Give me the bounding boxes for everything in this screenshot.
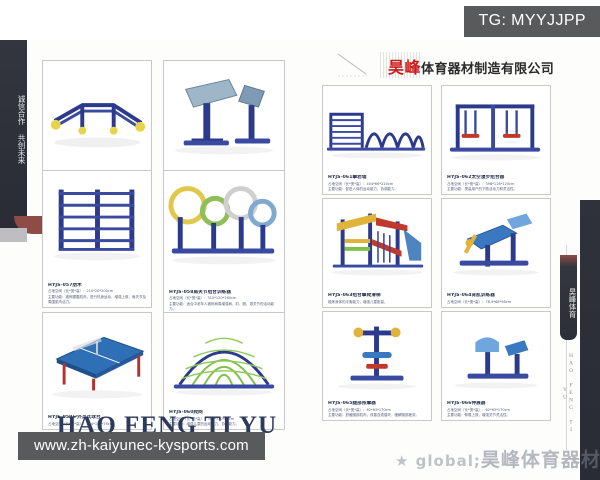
product-desc: 主要功能：伸展上肢，增强关节灵活性。	[447, 412, 510, 417]
product-caption: HYJS-065腿部按摩器 占地空间（长*宽*高）：62*63*170cm 主要…	[323, 399, 431, 420]
product-caption: HYJS-057肋木 占地空间（长*宽*高）：210*20*200cm 主要功能…	[43, 281, 151, 307]
product-card[interactable]: HYJS-061攀岩墙 占地空间（长*宽*高）：404*66*220cm 主要功…	[322, 85, 432, 195]
product-card[interactable]: HYJS-059户外乒乓球台 占地空间（长*宽*高）：274*152*76cm	[42, 312, 152, 430]
product-photo	[164, 313, 284, 401]
table-tennis-illustration	[43, 313, 151, 405]
product-desc: 主要功能：增强儿童的运动能力、协调能力。	[169, 421, 239, 426]
climbing-arch-illustration	[323, 86, 431, 171]
leg-massager-illustration	[323, 312, 431, 398]
telegram-handle-badge: TG: MYYJJPP	[464, 6, 600, 37]
product-code: HYJS-059户外乒乓球台	[48, 415, 101, 421]
product-desc: 主要功能：舒缓腿部肌肉，改善血液循环，缓解腿部疲劳。	[328, 412, 419, 417]
product-photo	[442, 86, 550, 171]
product-caption: HYJS-062太空漫步组合器 占地空间（长*宽*高）：398*116*120c…	[442, 173, 550, 194]
company-name-red: 昊峰	[388, 58, 422, 77]
product-card[interactable]: HYJS-064背肌训练器 占地空间（长*宽*高）：76.9*68*98cm	[441, 198, 551, 308]
watermark-icons: ★ global;	[395, 452, 481, 470]
wall-bars-illustration	[43, 171, 151, 269]
balance-beam-illustration	[43, 61, 151, 165]
product-code: HYJS-062太空漫步组合器	[447, 175, 505, 181]
product-photo	[442, 199, 550, 287]
product-spec: 占地空间（长*宽*高）：210*20*200cm	[48, 289, 114, 294]
product-photo	[442, 312, 550, 398]
product-caption: HYJS-063组合攀爬滑梯 锻炼身体的平衡能力，增强儿童胆量。	[323, 291, 431, 307]
product-card[interactable]: HYJS-066伸展器 占地空间（长*宽*高）：62*63*170cm 主要功能…	[441, 311, 551, 421]
product-spec: 占地空间（长*宽*高）：76.9*68*98cm	[447, 299, 512, 304]
product-code: HYJS-061攀岩墙	[328, 175, 367, 181]
right-accent-bar	[580, 200, 600, 480]
product-code: HYJS-064背肌训练器	[447, 293, 495, 299]
product-code: HYJS-066伸展器	[447, 401, 486, 407]
company-brand-header: 昊峰体育器材制造有限公司	[336, 48, 576, 82]
product-spec: 占地空间（长*宽*高）：404*66*220cm	[328, 181, 394, 186]
stretcher-illustration	[442, 312, 550, 398]
climbing-slide-illustration	[323, 199, 431, 287]
product-photo	[43, 171, 151, 269]
product-spec: 占地空间（长*宽*高）：62*63*170cm	[328, 407, 391, 412]
brand-diagonal-decoration	[337, 53, 367, 77]
product-photo	[164, 171, 284, 273]
company-name: 昊峰体育器材制造有限公司	[388, 54, 554, 78]
left-accent-bar	[0, 40, 27, 230]
product-desc: 主要功能：提高用户的下肢活动力和灵活性。	[447, 186, 517, 191]
product-desc: 主要功能：锻炼腰腹肌肉，进行热身运动，增强上肢、肩关节及周围肌肉活力。	[48, 294, 146, 304]
catalog-page: 诚信合作 共创未来 昊峰体育 HAO FENG TI YU 昊峰体育器材制造有限…	[0, 40, 600, 480]
product-desc: 锻炼身体的平衡能力，增强儿童胆量。	[328, 299, 388, 304]
product-caption: HYJS-058肩关节组合训练器 占地空间（长*宽*高）：310*120*160…	[164, 288, 284, 314]
product-code: HYJS-063组合攀爬滑梯	[328, 293, 381, 299]
product-spec: 占地空间（长*宽*高）：398*116*120cm	[447, 181, 515, 186]
product-card[interactable]: HYJS-063组合攀爬滑梯 锻炼身体的平衡能力，增强儿童胆量。	[322, 198, 432, 308]
product-spec: 占地空间（长*宽*高）：310*120*160cm	[169, 296, 237, 301]
right-ribbon-pinyin: HAO FENG TI YU	[562, 353, 574, 435]
flexibility-trainer-illustration	[164, 61, 284, 161]
right-ribbon-label: 昊峰体育	[568, 288, 577, 318]
left-bar-grey-block	[0, 228, 27, 242]
right-ribbon	[560, 255, 577, 340]
space-walker-illustration	[442, 86, 550, 171]
product-spec: 占地空间（长*宽*高）：274*152*76cm	[48, 421, 114, 426]
product-photo	[43, 313, 151, 405]
product-desc: 主要功能：促进人体的运动能力、协调能力。	[328, 186, 398, 191]
product-photo	[43, 61, 151, 165]
product-card[interactable]: HYJS-058肩关节组合训练器 占地空间（长*宽*高）：310*120*160…	[163, 170, 285, 315]
back-trainer-illustration	[442, 199, 550, 287]
product-photo	[323, 86, 431, 171]
product-caption: HYJS-059户外乒乓球台 占地空间（长*宽*高）：274*152*76cm	[43, 413, 151, 429]
product-code: HYJS-060爬网	[169, 410, 203, 416]
product-code: HYJS-057肋木	[48, 282, 82, 288]
product-code: HYJS-058肩关节组合训练器	[169, 289, 232, 295]
climbing-net-illustration	[164, 313, 284, 401]
product-caption: HYJS-061攀岩墙 占地空间（长*宽*高）：404*66*220cm 主要功…	[323, 173, 431, 194]
product-card[interactable]: HYJS-062太空漫步组合器 占地空间（长*宽*高）：398*116*120c…	[441, 85, 551, 195]
product-card[interactable]: HYJS-065腿部按摩器 占地空间（长*宽*高）：62*63*170cm 主要…	[322, 311, 432, 421]
product-spec: 占地空间（长*宽*高）：354*310*80cm	[169, 416, 235, 421]
company-name-dark: 体育器材制造有限公司	[421, 62, 555, 77]
right-hairline-divider	[566, 245, 567, 450]
website-url-badge: www.zh-kaiyunec-kysports.com	[18, 432, 265, 460]
product-card[interactable]: HYJS-060爬网 占地空间（长*宽*高）：354*310*80cm 主要功能…	[163, 312, 285, 430]
product-code: HYJS-065腿部按摩器	[328, 401, 376, 407]
product-photo	[323, 199, 431, 287]
left-slogan: 诚信合作 共创未来	[17, 94, 26, 164]
product-caption: HYJS-064背肌训练器 占地空间（长*宽*高）：76.9*68*98cm	[442, 291, 550, 307]
product-card[interactable]: HYJS-057肋木 占地空间（长*宽*高）：210*20*200cm 主要功能…	[42, 170, 152, 308]
product-desc: 主要功能：适合中老年人锻炼肩周增强肩、肘、腕、颈关节的活动能力。	[169, 301, 274, 311]
company-watermark: ★ global;昊峰体育器材	[395, 445, 600, 472]
product-spec: 占地空间（长*宽*高）：62*63*170cm	[447, 407, 510, 412]
product-caption: HYJS-066伸展器 占地空间（长*宽*高）：62*63*170cm 主要功能…	[442, 399, 550, 420]
product-photo	[164, 61, 284, 161]
shoulder-joint-trainer-illustration	[164, 171, 284, 273]
product-photo	[323, 312, 431, 398]
brand-hatch-decoration	[380, 52, 420, 78]
product-caption: HYJS-060爬网 占地空间（长*宽*高）：354*310*80cm 主要功能…	[164, 408, 284, 429]
